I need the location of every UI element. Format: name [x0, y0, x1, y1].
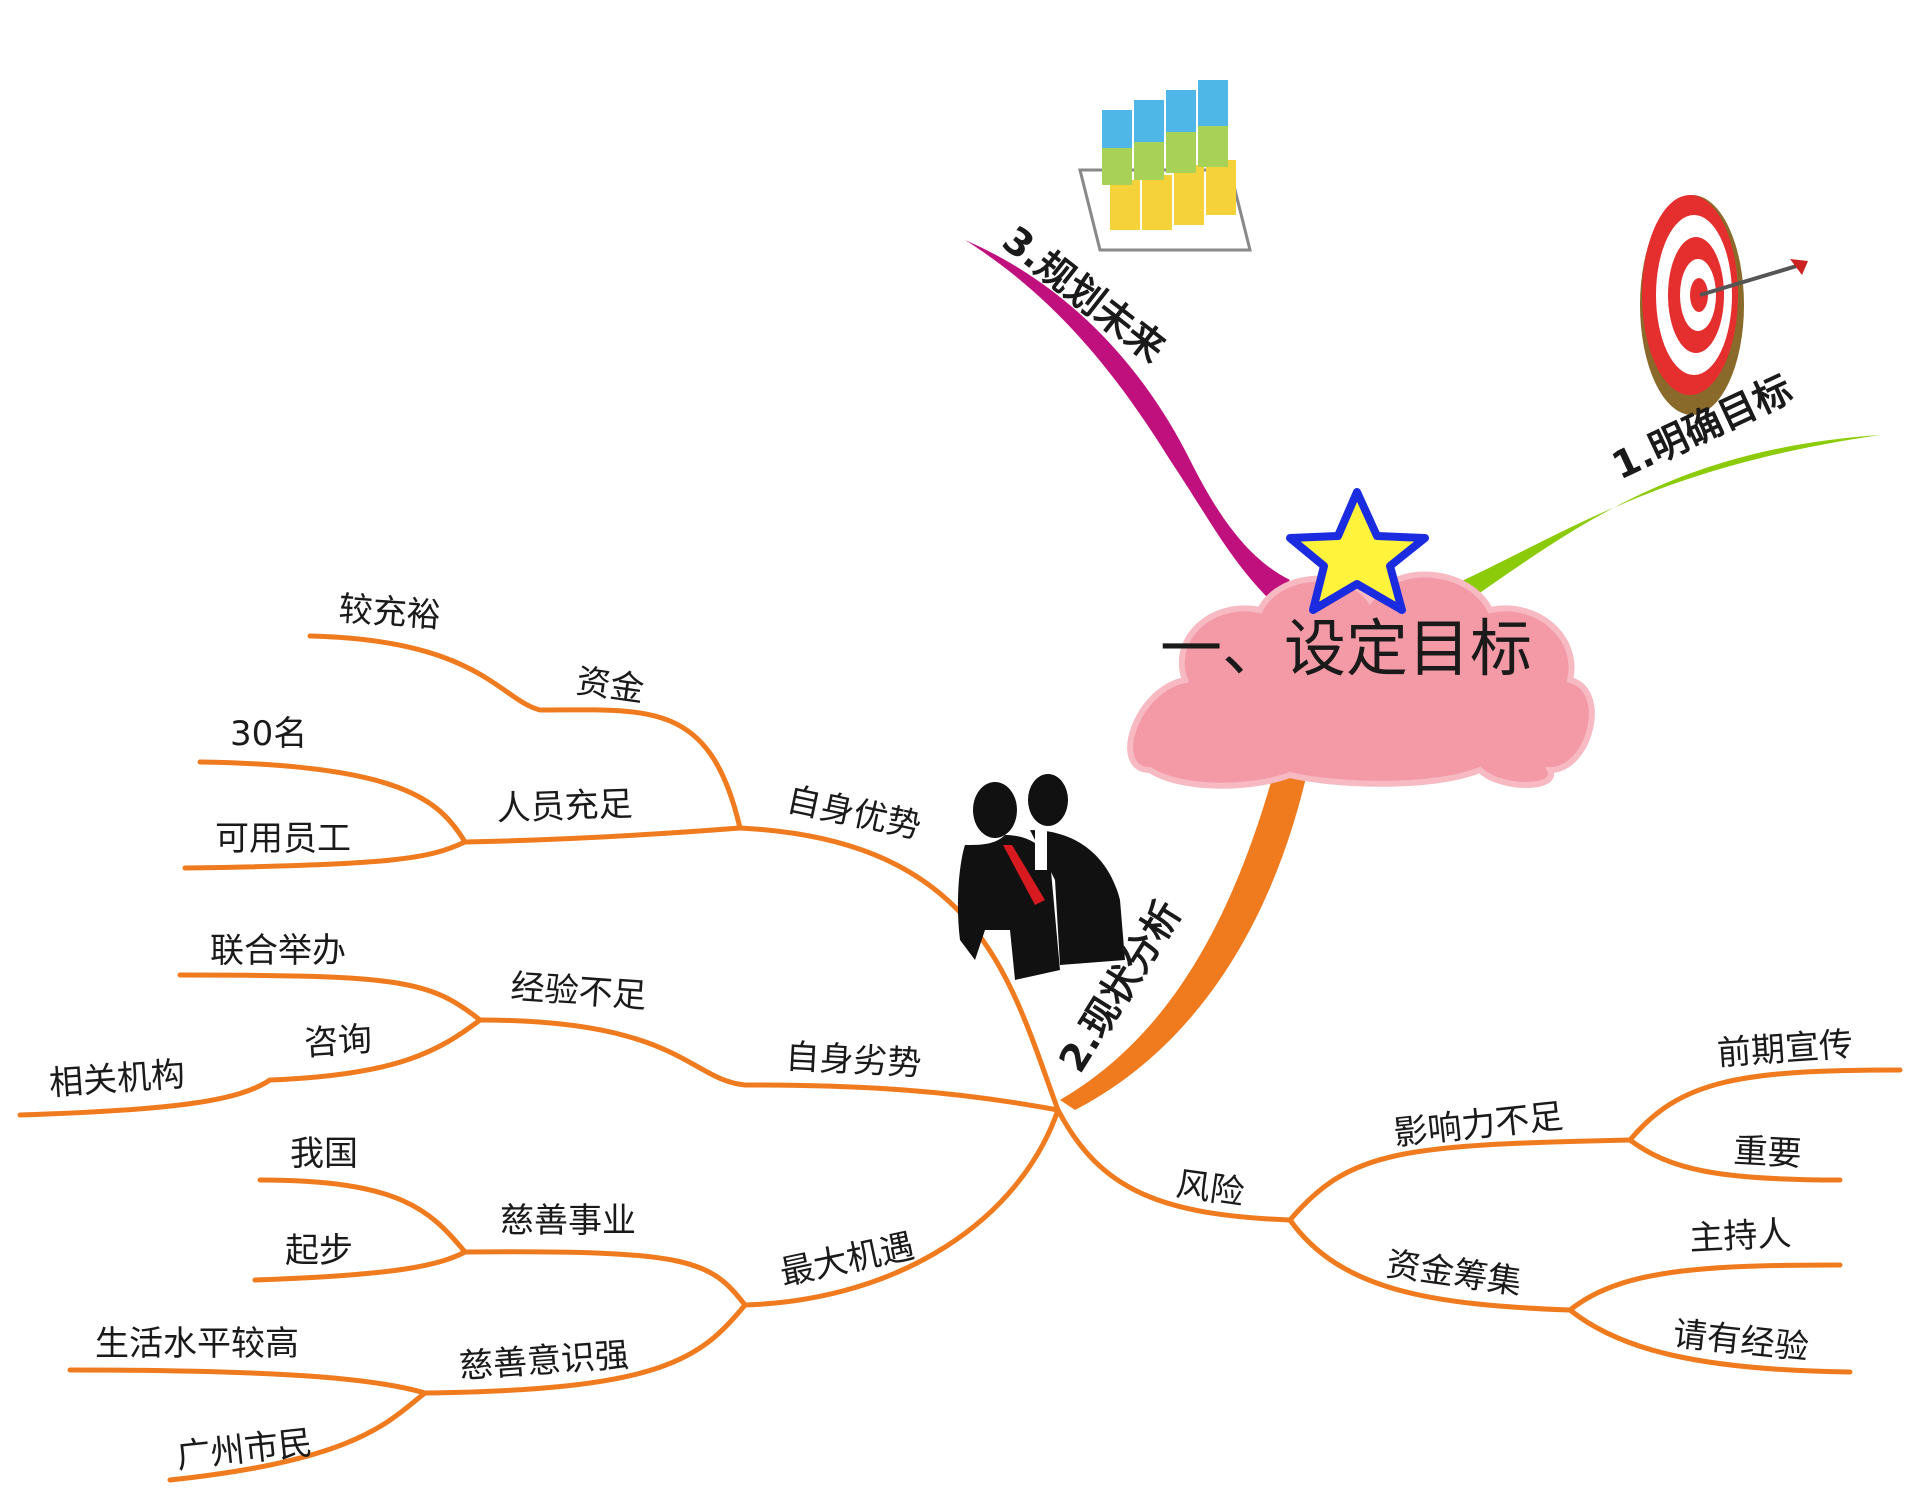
- node-risk: 风险: [1174, 1164, 1247, 1213]
- bar-chart-3d-icon: [1078, 80, 1252, 252]
- branch-analysis-stroke: [1060, 750, 1310, 1110]
- businesspeople-icon: [957, 774, 1125, 980]
- node-consult: 咨询: [303, 1019, 374, 1064]
- node-opportunity: 最大机遇: [777, 1226, 918, 1293]
- node-important: 重要: [1733, 1131, 1803, 1175]
- node-staff: 人员充足: [496, 784, 633, 829]
- node-funds: 资金: [574, 661, 647, 710]
- branch-label-future: 3.规划未来: [994, 217, 1173, 370]
- star-icon: [1286, 488, 1429, 614]
- node-charity: 慈善事业: [500, 1201, 636, 1241]
- node-joint: 联合举办: [210, 931, 346, 971]
- node-agencies: 相关机构: [48, 1055, 186, 1104]
- center-cloud: [1127, 571, 1595, 789]
- node-living: 生活水平较高: [95, 1324, 299, 1364]
- node-starting: 起步: [285, 1231, 353, 1271]
- node-weakness: 自身劣势: [785, 1037, 923, 1084]
- connector-lines: [17, 633, 1903, 1483]
- branch-future-stroke: [965, 240, 1290, 600]
- node-staff-count: 30名: [230, 714, 307, 754]
- node-citizens: 广州市民: [175, 1423, 314, 1477]
- center-title: 一、设定目标: [1160, 612, 1532, 685]
- node-host: 主持人: [1688, 1214, 1792, 1259]
- target-icon: [1640, 195, 1808, 415]
- node-promotion: 前期宣传: [1716, 1025, 1854, 1074]
- node-our-country: 我国: [290, 1134, 358, 1174]
- node-funds-detail: 较充裕: [337, 589, 442, 636]
- node-experience: 经验不足: [509, 967, 647, 1016]
- node-staff-available: 可用员工: [215, 819, 351, 859]
